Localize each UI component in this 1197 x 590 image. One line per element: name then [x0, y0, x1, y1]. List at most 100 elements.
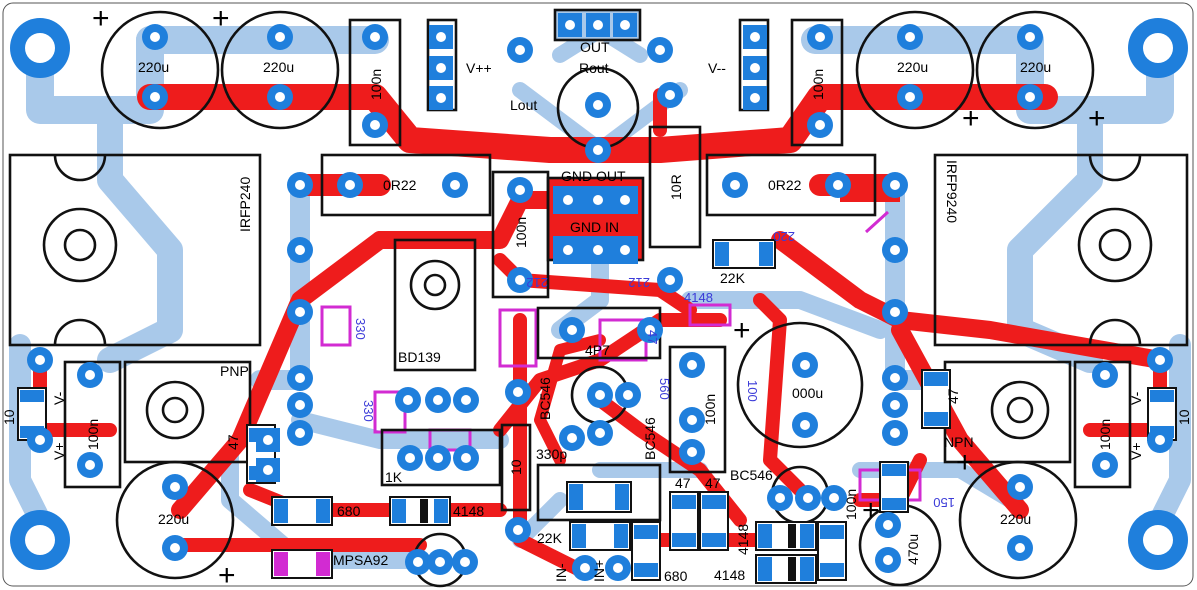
pnp-driver	[123, 360, 252, 464]
pad-drill-hole	[1025, 32, 1035, 42]
cap-330p	[536, 463, 662, 522]
pad-drill-hole	[563, 195, 573, 205]
cap-100n-center	[668, 345, 727, 474]
label-100n-tr: 100n	[810, 69, 826, 100]
pad-drill-hole	[513, 387, 523, 397]
pad-drill-hole	[461, 395, 471, 405]
pad-drill-hole	[750, 63, 760, 73]
pad-drill-hole	[295, 400, 305, 410]
res-10r	[648, 125, 702, 249]
label-vmm: V--	[708, 60, 726, 76]
pad-drill-hole	[150, 92, 160, 102]
label-rout: Rout	[579, 60, 609, 76]
pad-drill-hole	[345, 180, 355, 190]
label-4148-a: 4148	[735, 524, 751, 555]
res-10-center	[500, 423, 532, 512]
pad-drill-hole	[413, 557, 423, 567]
pad-drill-hole	[883, 555, 893, 565]
pad-drill-hole	[883, 520, 893, 530]
plus-mark-8: +	[862, 494, 880, 527]
pad-drill-hole	[593, 245, 603, 255]
pad-drill-hole	[890, 245, 900, 255]
pad-drill-hole	[460, 557, 470, 567]
plus-mark-2: +	[212, 2, 230, 35]
pad-drill-hole	[85, 460, 95, 470]
label-vminus-right: V-	[1128, 391, 1144, 405]
pad-drill-hole	[370, 120, 380, 130]
pad-drill-hole	[665, 275, 675, 285]
cap-220u-tr1	[855, 10, 975, 130]
irfp9240-right	[933, 153, 1189, 347]
label-in-plus: IN+	[591, 560, 607, 582]
pad-drill-hole	[1100, 460, 1110, 470]
pad-drill-hole	[563, 245, 573, 255]
plus-mark-4: +	[1088, 102, 1106, 135]
cap-100n-l	[63, 360, 122, 489]
label-gnd-out: GND OUT	[561, 168, 626, 184]
label-cap-tr1: 220u	[897, 59, 928, 75]
cap-100n-tl	[348, 18, 402, 147]
cap-100n-tr	[790, 18, 844, 147]
pad-drill-hole	[567, 325, 577, 335]
pad-drill-hole	[593, 195, 603, 205]
label-4148-top: 4148	[684, 290, 713, 305]
plus-mark-1: +	[92, 2, 110, 35]
cap-220u-tl2	[220, 10, 340, 130]
label-4p7: 4P7	[585, 342, 610, 358]
pad-drill-hole	[800, 360, 810, 370]
pad-drill-hole	[1015, 482, 1025, 492]
label-gnd-in: GND IN	[570, 219, 619, 235]
label-100n-l: 100n	[85, 419, 101, 450]
label-silk-220: 220	[773, 229, 795, 244]
label-cap-tl2: 220u	[263, 59, 294, 75]
pad-drill-hole	[515, 45, 525, 55]
pad-drill-hole	[515, 185, 525, 195]
pad-drill-hole	[35, 355, 45, 365]
cap-1000u	[736, 321, 864, 449]
label-4148-b: 4148	[714, 567, 745, 583]
label-vpp: V++	[466, 60, 492, 76]
label-10r: 10R	[668, 174, 684, 200]
pad-drill-hole	[655, 45, 665, 55]
label-silk-560: 560	[657, 378, 672, 400]
label-47-a: 47	[675, 475, 691, 491]
label-150: 150	[933, 495, 955, 510]
pad-drill-hole	[150, 32, 160, 42]
pad-drill-hole	[890, 180, 900, 190]
pad-drill-hole	[593, 20, 603, 30]
label-cap-br: 220u	[1000, 511, 1031, 527]
pad-drill-hole	[295, 180, 305, 190]
pad-drill-hole	[595, 428, 605, 438]
label-mpsa92: MPSA92	[333, 552, 388, 568]
pad-drill-hole	[436, 63, 446, 73]
label-pnp: PNP	[220, 363, 249, 379]
pad-drill-hole	[35, 435, 45, 445]
pad-drill-hole	[905, 92, 915, 102]
label-cap-tl1: 220u	[138, 59, 169, 75]
pad-drill-hole	[170, 482, 180, 492]
plus-mark-5: +	[218, 559, 236, 590]
label-silk-212: 212	[526, 275, 548, 290]
pad-drill-hole	[890, 307, 900, 317]
label-100n-tl: 100n	[368, 69, 384, 100]
label-470u: 470u	[905, 534, 921, 565]
pad-drill-hole	[815, 32, 825, 42]
label-bc546-a: BC546	[537, 377, 553, 420]
pad-drill-hole	[890, 428, 900, 438]
label-100n-r: 100n	[1097, 419, 1113, 450]
pad-drill-hole	[730, 180, 740, 190]
pad-drill-hole	[687, 447, 697, 457]
label-100n-bot: 100n	[843, 489, 859, 520]
label-22k-bot: 22K	[537, 530, 563, 546]
label-bc546-c: BC546	[730, 467, 773, 483]
pads	[27, 13, 1173, 581]
label-cap-tr2: 220u	[1020, 59, 1051, 75]
label-680-bot: 680	[664, 568, 688, 584]
plus-mark-6: +	[733, 314, 751, 347]
pad-drill-hole	[370, 32, 380, 42]
pad-drill-hole	[750, 32, 760, 42]
pad-drill-hole	[1155, 435, 1165, 445]
pad-drill-hole	[263, 435, 273, 445]
plus-mark-7: +	[956, 446, 974, 479]
